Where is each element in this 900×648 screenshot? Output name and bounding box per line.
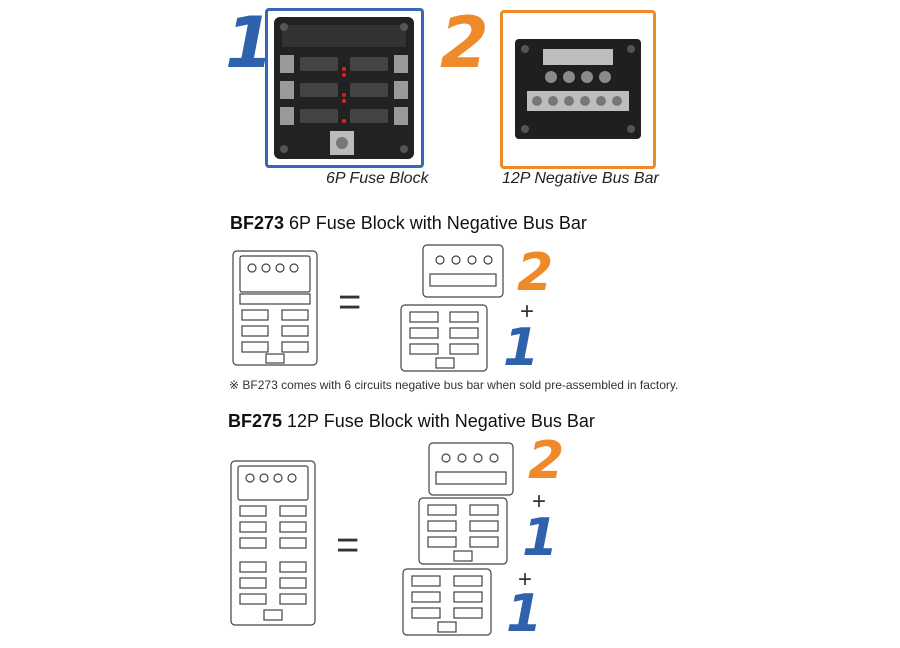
bf275-heading: BF275 12P Fuse Block with Negative Bus B…: [228, 411, 595, 432]
bf273-plus-sign: +: [520, 298, 535, 325]
bf273-fuse-block-drawing: [398, 302, 490, 374]
bf275-plus-sign-1: +: [532, 488, 547, 515]
bf273-note: ※ BF273 comes with 6 circuits negative b…: [229, 378, 679, 392]
fuse-block-photo: [274, 17, 414, 159]
bf275-equals-sign: =: [336, 523, 360, 567]
bus-bar-caption: 12P Negative Bus Bar: [502, 170, 659, 187]
bf273-part-2: 2: [517, 243, 554, 303]
bf275-fuse-block-drawing-2: [400, 566, 494, 638]
bf273-assembled-drawing: [230, 248, 320, 368]
bf275-plus-sign-2: +: [518, 566, 533, 593]
bus-bar-number: 2: [440, 2, 489, 84]
fuse-block-caption: 6P Fuse Block: [326, 170, 429, 187]
bus-bar-photo: [515, 39, 641, 139]
bf275-part-2: 2: [528, 431, 565, 491]
bf275-part-1b: 1: [506, 584, 543, 644]
bf273-equals-sign: =: [338, 280, 362, 324]
bf273-bus-bar-drawing: [420, 242, 506, 300]
bf275-fuse-block-drawing-1: [416, 495, 510, 567]
bf275-title: 12P Fuse Block with Negative Bus Bar: [282, 411, 595, 431]
bus-bar-photo-frame: [500, 10, 656, 169]
bf273-part-1: 1: [503, 318, 540, 378]
bf275-part-1a: 1: [522, 508, 559, 568]
bf275-bus-bar-drawing: [426, 440, 516, 498]
fuse-block-photo-frame: [265, 8, 424, 168]
bf273-model: BF273: [230, 213, 285, 233]
bf275-assembled-drawing: [228, 458, 318, 628]
bf275-model: BF275: [228, 411, 283, 431]
bf273-title: 6P Fuse Block with Negative Bus Bar: [284, 213, 587, 233]
bf273-heading: BF273 6P Fuse Block with Negative Bus Ba…: [230, 213, 587, 234]
